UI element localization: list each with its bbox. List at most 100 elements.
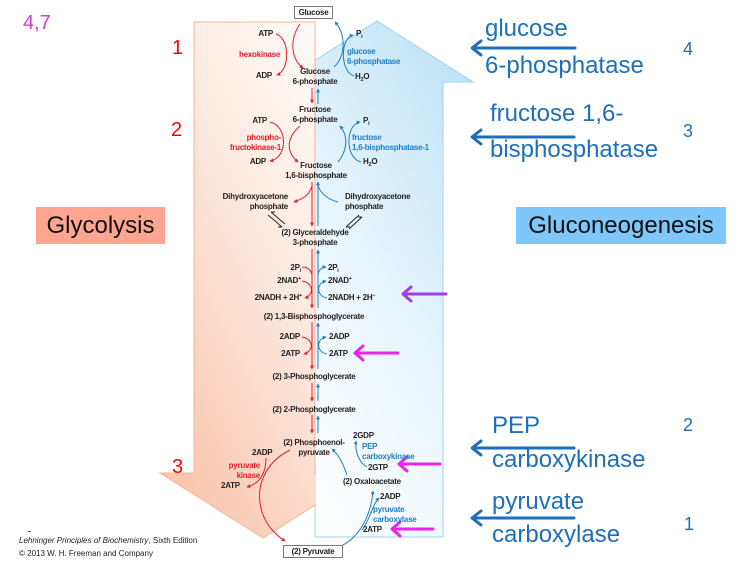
bypass-arrow-pyruvate-carboxylase (470, 509, 576, 527)
2-phosphoglycerate: (2) 2-Phosphoglycerate (272, 405, 356, 414)
pepck-cofactor-arrow (353, 440, 368, 468)
pyruvate-carboxylase-adp: 2ADP (380, 492, 401, 501)
glycolysis-big-arrow (158, 21, 316, 539)
tpi-equilibrium-right (345, 214, 363, 230)
glycolysis-label: Glycolysis (36, 207, 165, 244)
hexokinase-main-arrow (292, 23, 304, 69)
gapdh-phosphate-gluconeogenesis: 2Pi (328, 263, 339, 274)
bypass-step-number: 2 (683, 415, 694, 435)
3-phosphoglycerate: (2) 3-Phosphoglycerate (272, 372, 356, 381)
pfk-atp: ATP (252, 116, 267, 125)
gapdh-nad-arrow (301, 280, 312, 299)
pepck-gtp: 2GTP (368, 463, 388, 472)
bypass-enzyme-label: fructose 1,6- (490, 100, 624, 127)
page-reference: 4,7 (23, 12, 51, 34)
pyruvate-kinase-atp: 2ATP (221, 481, 240, 490)
pyruvate-kinase-enzyme: pyruvate kinase (228, 461, 261, 480)
g6pase-water: H2O (355, 72, 370, 83)
highlight-arrow-nadh (401, 285, 448, 303)
oxaloacetate: (2) Oxaloacetate (343, 477, 401, 486)
g6pase-cofactor-arrow (342, 33, 355, 77)
bypass-enzyme-label: bisphosphatase (490, 136, 659, 163)
step-number-pyruvate-kinase: 3 (172, 456, 184, 478)
credit-book: Lehninger Principles of Biochemistry, Si… (19, 536, 198, 545)
phosphofructokinase-enzyme: phospho- fructokinase-1 (229, 133, 281, 152)
highlight-arrow-atp-carboxylase (390, 520, 435, 538)
fbpase-phosphate: Pi (363, 116, 370, 127)
pyruvate-kinase-cofactor-arrow (246, 457, 267, 489)
gapdh-nadh-glycolysis: 2NADH + 2H+ (254, 293, 303, 302)
pepck-gdp: 2GDP (353, 431, 374, 440)
bypass-enzyme-label: carboxykinase (492, 446, 646, 473)
gapdh-phosphate-glycolysis: 2Pi (290, 263, 301, 274)
pyruvate-kinase-main-arrow (259, 449, 291, 542)
gapdh-rev-pi-arrow (317, 265, 327, 277)
pgk-rev-cofactor-arrow (318, 335, 328, 355)
fbpase-main-arrow (337, 125, 347, 163)
pgk-atp-glycolysis: 2ATP (281, 349, 300, 358)
pyruvate-carboxylase-atp: 2ATP (363, 525, 382, 534)
pyruvate-kinase-adp: 2ADP (252, 448, 273, 457)
step-number-hexokinase: 1 (172, 37, 184, 59)
pgk-cofactor-arrow (301, 336, 312, 355)
pgk-adp-glycolysis: 2ADP (279, 332, 301, 341)
hexokinase-cofactor-arrow (275, 33, 288, 76)
bypass-enzyme-label: glucose (485, 15, 568, 42)
pyruvate-carboxylase-main-arrow (340, 490, 375, 547)
fbpase-cofactor-arrow (348, 120, 362, 163)
pyruvate-carboxylase-enzyme: pyruvate carboxylase (373, 505, 417, 524)
gluconeogenesis-label: Gluconeogenesis (516, 207, 726, 244)
gapdh-pi-arrow (301, 266, 313, 277)
highlight-arrow-atp (353, 344, 400, 362)
credit-copyright: © 2013 W. H. Freeman and Company (19, 549, 153, 558)
glucose-6-phosphate: Glucose 6-phosphate (292, 67, 338, 86)
g6pase-main-arrow (333, 21, 344, 68)
dihydroxyacetone-phosphate-glycolysis: Dihydroxyacetone phosphate (222, 192, 289, 211)
hexokinase-enzyme: hexokinase (239, 50, 281, 59)
bypass-arrow-fructose-bisphosphatase (470, 128, 576, 146)
hexokinase-adp: ADP (255, 71, 272, 80)
glucose-6-phosphatase-enzyme: glucose 6-phosphatase (347, 47, 401, 66)
dihydroxyacetone-phosphate-gluconeogenesis: Dihydroxyacetone phosphate (345, 192, 411, 211)
bypass-enzyme-label: 6-phosphatase (485, 52, 644, 79)
bypass-step-number: 4 (683, 39, 694, 59)
gapdh-nad-gluconeogenesis: 2NAD+ (328, 276, 352, 285)
bypass-enzyme-label: PEP (492, 412, 541, 439)
pyruvate-box: (2) Pyruvate (283, 545, 343, 558)
pfk-cofactor-arrow (269, 121, 284, 163)
credit-mark (28, 531, 31, 532)
gapdh-rev-nadh-arrow (318, 279, 328, 299)
fructose-6-phosphate: Fructose 6-phosphate (292, 105, 338, 124)
pep-carboxykinase-enzyme: PEP carboxykinase (362, 442, 415, 461)
glyceraldehyde-3-phosphate: (2) Glyceraldehyde 3-phosphate (281, 228, 349, 247)
fbpase-water: H2O (363, 157, 378, 168)
dhap-blue-link (317, 185, 339, 203)
bypass-step-number: 1 (684, 514, 695, 534)
g6pase-phosphate: Pi (356, 29, 363, 40)
pepck-main-arrow (331, 448, 348, 476)
pyruvate-carboxylase-cofactor-arrow (361, 497, 380, 531)
pgk-adp-gluconeogenesis: 2ADP (329, 332, 350, 341)
gapdh-nadh-gluconeogenesis: 2NADH + 2H− (328, 293, 376, 302)
pgk-atp-gluconeogenesis: 2ATP (329, 349, 348, 358)
bypass-step-number: 3 (683, 121, 694, 141)
fructose-1-6-bisphosphate: Fructose 1,6-bisphosphate (285, 161, 347, 180)
bypass-enzyme-label: pyruvate (492, 488, 585, 515)
tpi-equilibrium-left (267, 211, 286, 228)
glucose-box: Glucose (294, 6, 333, 19)
bypass-enzyme-label: carboxylase (492, 521, 621, 548)
bypass-arrow-pep-carboxykinase (470, 439, 576, 457)
aldolase-to-dhap-arrow (293, 185, 313, 203)
bypass-arrow-glucose-6-phosphatase (470, 39, 577, 57)
hexokinase-atp: ATP (258, 29, 273, 38)
step-number-phosphofructokinase: 2 (171, 119, 183, 141)
gapdh-nad-glycolysis: 2NAD+ (277, 276, 301, 285)
pfk-adp: ADP (249, 157, 266, 166)
bisphosphoglycerate: (2) 1,3-Bisphosphoglycerate (263, 312, 365, 321)
phosphoenolpyruvate: (2) Phosphoenol- pyruvate (283, 438, 345, 457)
fructose-bisphosphatase-enzyme: fructose 1,6-bisphosphatase-1 (352, 133, 429, 152)
pfk-main-arrow (288, 125, 301, 163)
highlight-arrow-gtp (397, 455, 442, 473)
